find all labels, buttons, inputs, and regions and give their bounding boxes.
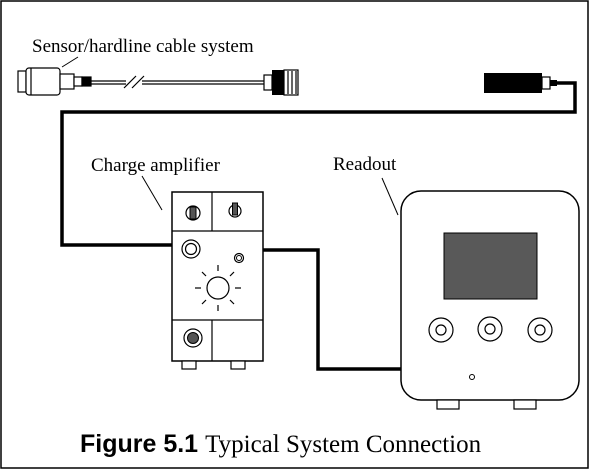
sensor-cable — [17, 56, 299, 96]
readout-knob-left-icon — [428, 317, 454, 343]
range-switch-icon — [185, 205, 201, 221]
charge-amplifier — [141, 175, 264, 370]
cable-break-mark — [123, 75, 145, 89]
figure-caption: Figure 5.1 Typical System Connection — [80, 430, 482, 458]
readout-label: Readout — [333, 154, 397, 175]
readout-knob-center-icon — [477, 316, 503, 342]
readout-foot-right — [513, 399, 537, 410]
input-cable-connector — [484, 73, 557, 93]
input-cable — [60, 81, 577, 247]
amplifier-foot-left — [181, 360, 197, 370]
input-connector-icon — [181, 239, 201, 259]
readout-foot-left — [436, 399, 460, 410]
figure-number: Figure 5.1 — [80, 430, 198, 458]
readout-leader-line — [381, 177, 399, 216]
sensor-connector — [17, 67, 92, 96]
readout-knob-right-icon — [527, 317, 553, 343]
readout-screen — [443, 232, 538, 300]
output-connector-icon — [233, 252, 245, 264]
gain-dial-icon — [195, 265, 241, 311]
readout-indicator-icon — [469, 374, 475, 380]
charge-amplifier-label: Charge amplifier — [91, 155, 221, 176]
amplifier-leader-line — [141, 175, 163, 211]
mode-switch-icon — [228, 202, 242, 218]
readout-unit — [381, 177, 580, 410]
sensor-system-label: Sensor/hardline cable system — [32, 36, 254, 57]
sensor-leader-line — [61, 56, 79, 68]
power-connector-icon — [183, 328, 203, 348]
amplifier-foot-right — [230, 360, 246, 370]
hardline-connector — [263, 69, 299, 96]
output-cable — [263, 248, 444, 371]
figure-title: Typical System Connection — [205, 431, 481, 458]
